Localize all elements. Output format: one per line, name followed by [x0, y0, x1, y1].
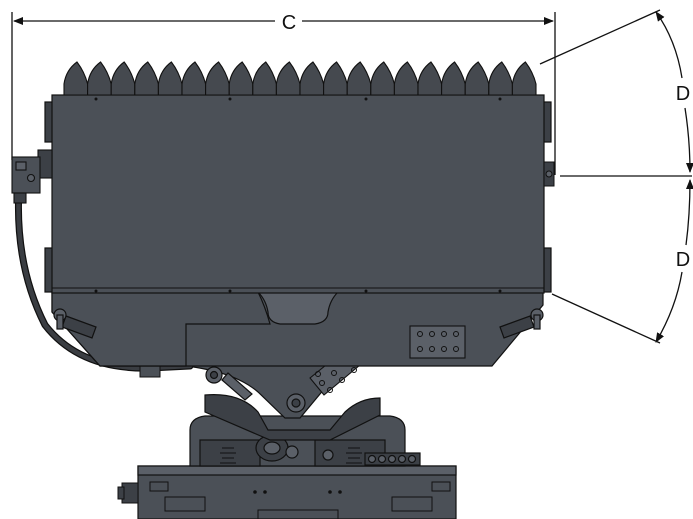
dimension-c — [11, 12, 556, 175]
heatsink-fin — [488, 61, 513, 96]
tilt-down-arc-bottom — [655, 271, 683, 343]
tilt-up-arc-top — [655, 11, 683, 79]
heatsink-fin — [323, 61, 348, 96]
heatsink-fin — [110, 61, 136, 96]
heatsink-fin — [87, 61, 112, 96]
heatsink-fin — [275, 61, 301, 96]
tilt-down-arc-top — [685, 179, 693, 246]
heatsink-fin — [299, 61, 325, 96]
dimension-d-label-lower: D — [676, 249, 690, 271]
tilt-down-reference-line — [551, 293, 661, 344]
heatsink-fin — [134, 61, 159, 96]
side-knob-right — [543, 161, 555, 187]
lower-housing — [51, 291, 544, 367]
heatsink-fin — [393, 61, 419, 96]
heatsink-fins — [63, 61, 537, 96]
main-housing — [44, 94, 552, 294]
heatsink-fin — [464, 61, 490, 96]
tilt-up-reference-line — [539, 9, 661, 65]
heatsink-fin — [441, 61, 466, 96]
dimension-c-label: C — [282, 12, 296, 34]
heatsink-fin — [511, 61, 537, 96]
heatsink-fin — [346, 61, 372, 96]
connector-panel-right — [409, 325, 466, 359]
heatsink-fin — [417, 61, 443, 96]
pedestal — [189, 415, 421, 467]
heatsink-fin — [228, 61, 254, 96]
dimension-d — [539, 9, 693, 344]
base-plate — [137, 465, 457, 519]
heatsink-fin — [157, 61, 183, 96]
tilt-up-arc-bottom — [684, 107, 693, 173]
junction-box-left — [11, 149, 53, 204]
heatsink-fin — [252, 61, 277, 96]
dimension-d-label-upper: D — [676, 83, 690, 105]
heatsink-fin — [205, 61, 230, 96]
heatsink-fin — [370, 61, 395, 96]
heatsink-fin — [63, 61, 89, 96]
heatsink-fin — [181, 61, 207, 96]
base-side-knob — [117, 482, 139, 504]
